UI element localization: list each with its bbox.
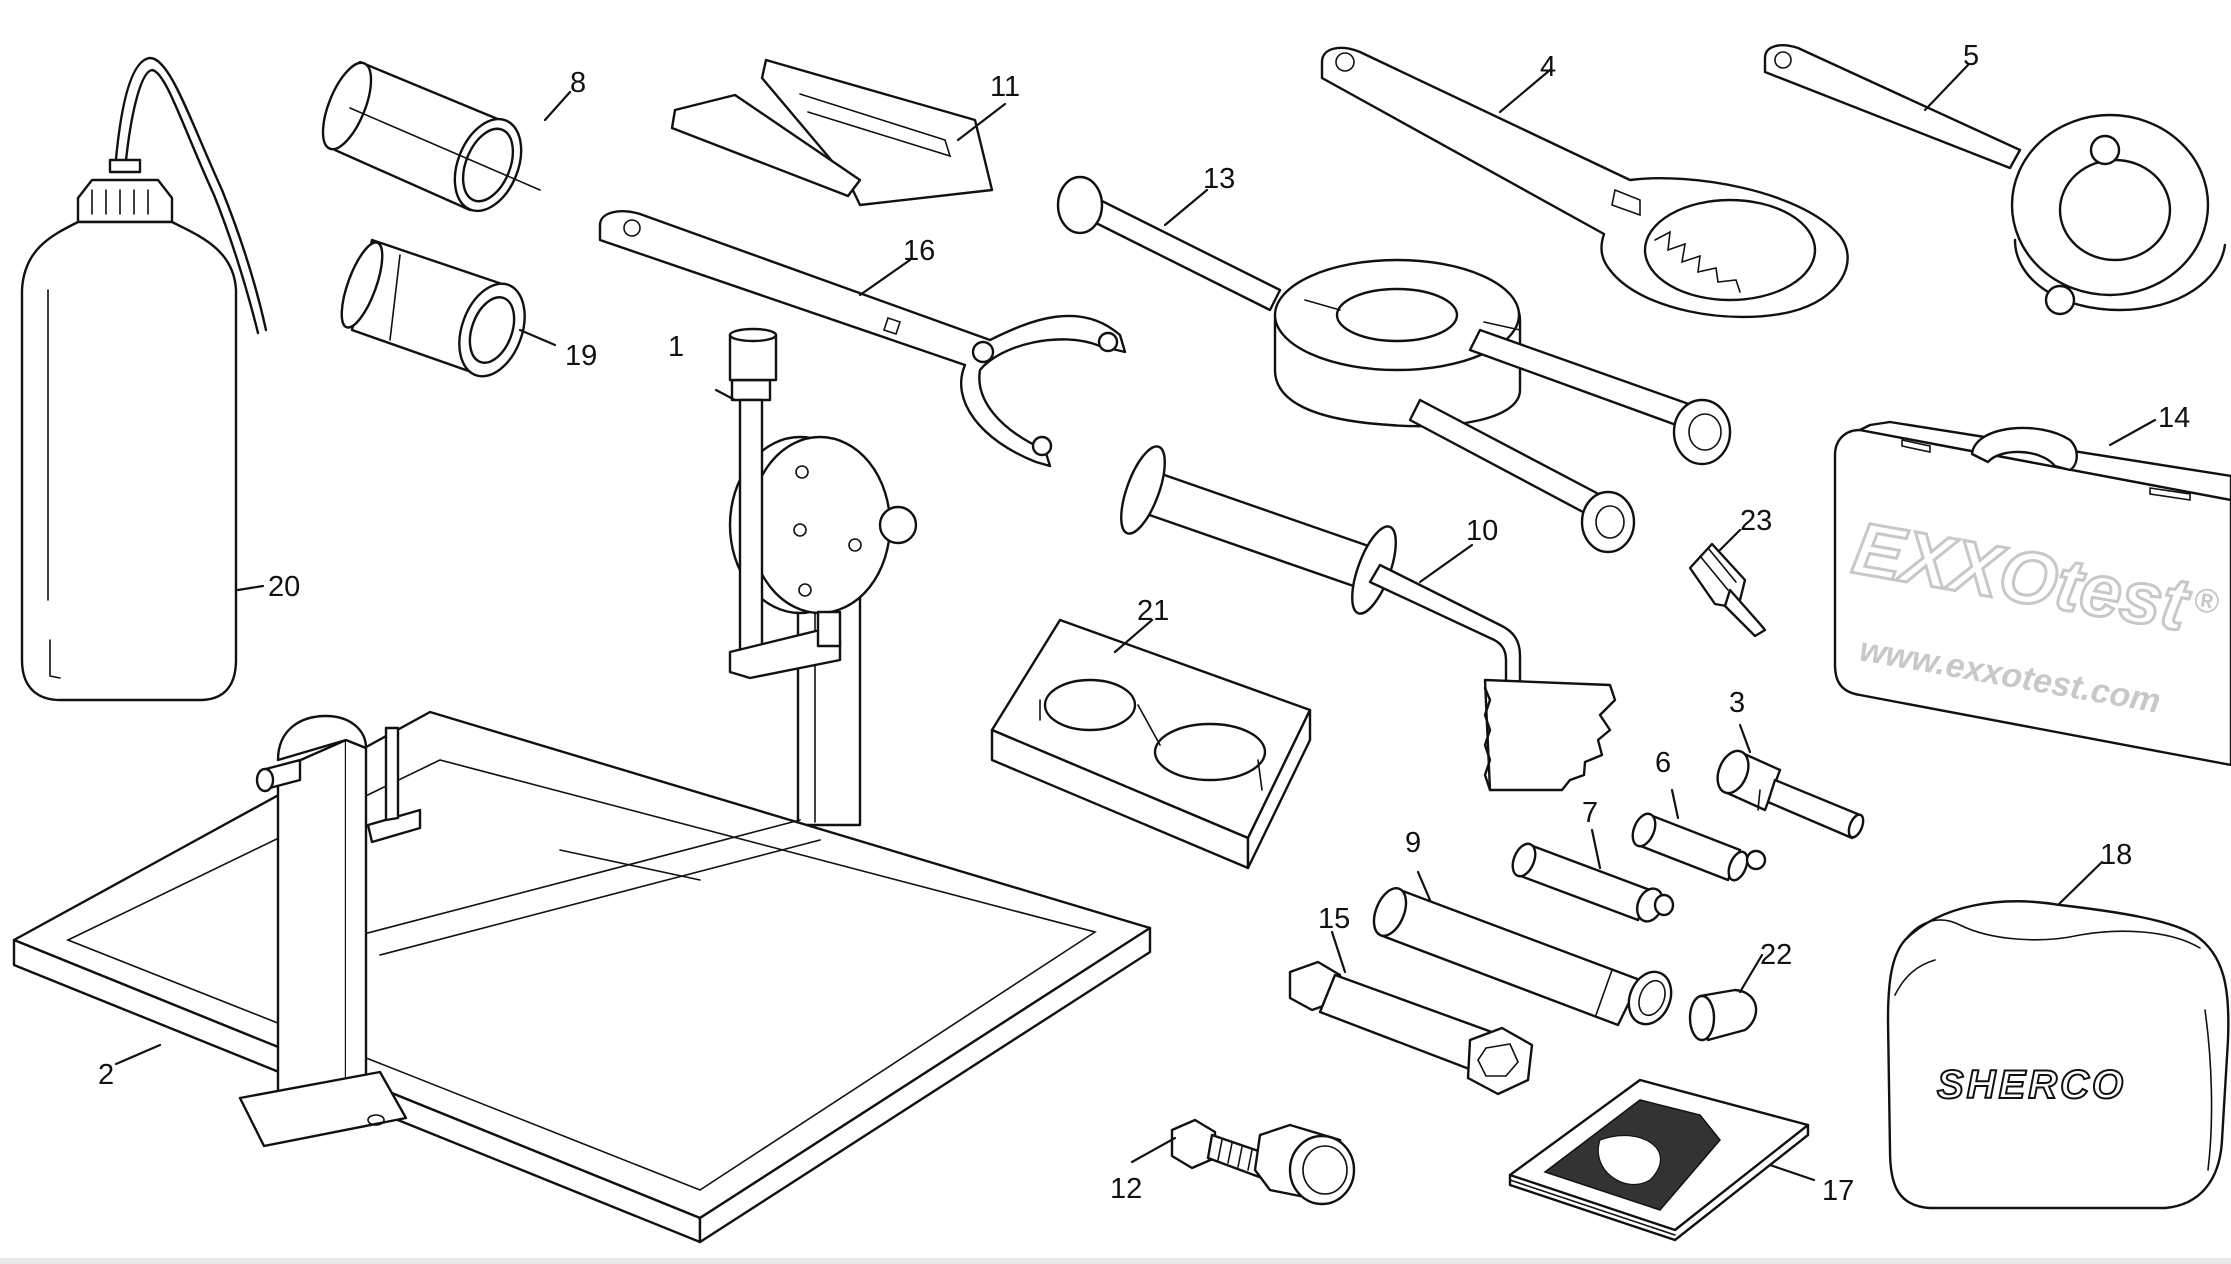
part-6-pin — [1631, 812, 1767, 882]
callout-20: 20 — [268, 571, 300, 603]
callout-numbers: 1 2 3 4 5 6 7 8 9 10 11 12 13 14 15 16 1… — [98, 40, 2190, 1207]
callout-11: 11 — [990, 71, 1020, 103]
part-23-probe — [1688, 542, 1767, 638]
part-19-socket — [340, 238, 526, 378]
callout-3: 3 — [1729, 687, 1745, 719]
part-7-pin — [1511, 842, 1675, 923]
part-2-bench-tray — [12, 710, 1152, 1244]
callout-2: 2 — [98, 1059, 114, 1091]
callout-15: 15 — [1318, 903, 1350, 935]
callout-12: 12 — [1110, 1173, 1142, 1205]
part-17-manual — [1508, 1078, 1810, 1242]
callout-7: 7 — [1582, 797, 1598, 829]
part-18-sherco-bag: SHERCO — [1886, 900, 2230, 1210]
callout-17: 17 — [1822, 1175, 1854, 1207]
callout-1: 1 — [668, 331, 684, 363]
part-20-wash-bottle — [20, 56, 268, 702]
callout-18: 18 — [2100, 839, 2132, 871]
callout-21: 21 — [1137, 595, 1169, 627]
callout-14: 14 — [2158, 402, 2190, 434]
part-9-tube — [1372, 887, 1673, 1027]
part-15-hex-tube — [1288, 960, 1534, 1096]
part-12-screw-nut — [1170, 1118, 1356, 1206]
callout-19: 19 — [565, 340, 597, 372]
bag-logo-text: SHERCO — [1937, 1063, 2126, 1107]
leader-lines — [114, 63, 2157, 1182]
callout-8: 8 — [570, 67, 586, 99]
callout-23: 23 — [1740, 505, 1772, 537]
part-1-stand-upright — [728, 327, 918, 827]
callout-6: 6 — [1655, 747, 1671, 779]
part-22-plug — [1688, 988, 1758, 1042]
part-13-clamp — [1056, 175, 1732, 554]
bottom-edge-band — [0, 1258, 2231, 1264]
part-16-hook-spanner — [598, 210, 1127, 468]
part-3-stepped-pin — [1716, 749, 1865, 840]
callout-4: 4 — [1540, 51, 1556, 83]
part-21-half-shell-block — [990, 618, 1312, 870]
callout-10: 10 — [1466, 515, 1498, 547]
part-5-ring-tool — [1763, 44, 2227, 316]
callout-13: 13 — [1203, 163, 1235, 195]
callout-9: 9 — [1405, 827, 1421, 859]
part-10-rod-sector — [1120, 445, 1617, 792]
part-8-sleeve — [321, 60, 541, 213]
part-14-exxotest-case: EXXOtest ® www.exxotest.com — [1833, 420, 2231, 767]
callout-22: 22 — [1760, 939, 1792, 971]
part-4-ring-spanner — [1320, 46, 1849, 319]
callout-16: 16 — [903, 235, 935, 267]
part-11-plates — [670, 58, 994, 207]
callout-5: 5 — [1963, 40, 1979, 72]
